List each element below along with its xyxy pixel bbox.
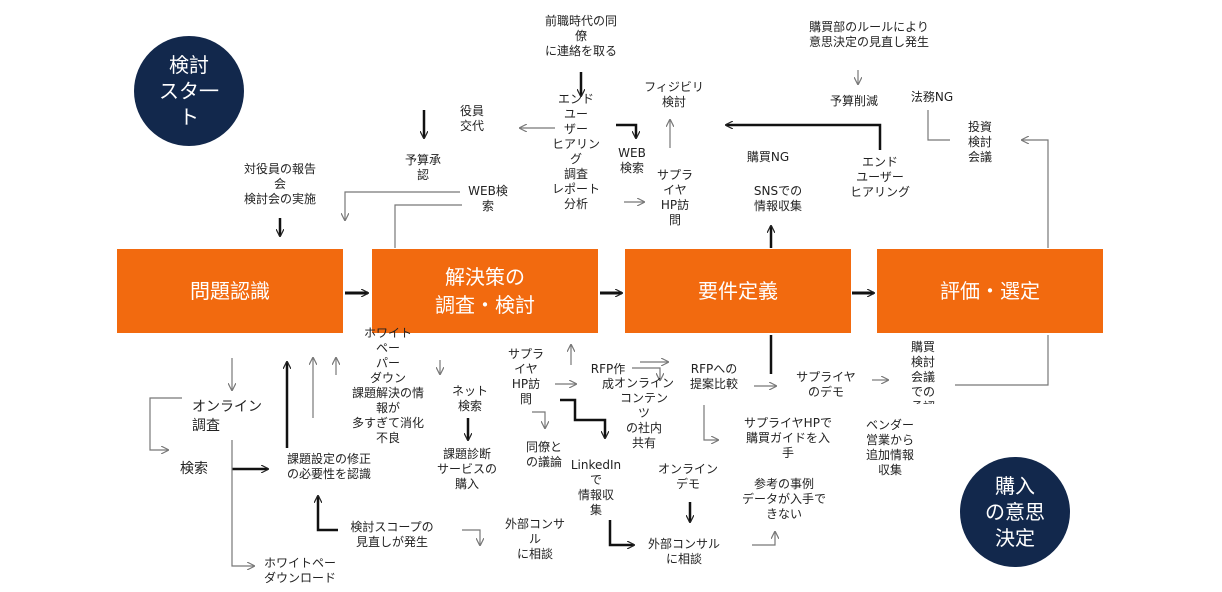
- label-invest-committee: 投資 検討 会議: [967, 120, 992, 164]
- arrow-online-to-wp: [231, 440, 254, 566]
- label-supplier-hp-bottom: サプラ イヤ HP訪 問: [507, 347, 544, 406]
- label-enduser-hearing: エンド ユーザー ヒアリング: [849, 155, 910, 199]
- arrow-online-to-search: [149, 397, 182, 450]
- arrow-scope-up: [318, 496, 338, 532]
- arrow-legal-to-invest: [927, 110, 950, 141]
- arrow-rfp-to-online: [632, 367, 660, 380]
- label-feasibility: フィジビリ 検討: [644, 80, 704, 109]
- label-web-search-top: WEB検 索: [468, 184, 508, 213]
- label-linkedin: LinkedIn で 情報収 集: [570, 458, 622, 517]
- stage-requirements: 要件定義: [625, 249, 851, 333]
- stage-evaluation: 評価・選定: [877, 249, 1103, 333]
- label-board-report: 対役員の報告 会 検討会の実施: [243, 162, 316, 206]
- label-redefine-problem: 課題設定の修正 の必要性を認識: [286, 452, 371, 481]
- label-purchase-ng: 購買NG: [746, 150, 790, 164]
- label-online-research: オンライン 調査: [192, 399, 262, 434]
- arrow-enduser-to-feasibility: [726, 125, 882, 150]
- arrow-consultant-1: [462, 529, 480, 545]
- label-colleague-discussion: 同僚と の議論: [525, 440, 562, 469]
- label-online-content: オンライン コンテン ツ の社内 共有: [613, 376, 674, 450]
- label-net-search: ネット 検索: [451, 384, 488, 413]
- label-legal-ng: 法務NG: [910, 90, 954, 104]
- label-supplier-demo: サプライヤ のデモ: [796, 370, 856, 399]
- label-purchasing-rules: 購買部のルールにより 意思決定の見直し発生: [808, 20, 929, 49]
- arrow-hp-to-colleague: [532, 411, 545, 428]
- label-budget-cut: 予算削減: [829, 94, 878, 108]
- label-search: 検索: [180, 461, 208, 477]
- label-external-consultant-2: 外部コンサル に相談: [647, 537, 720, 566]
- label-web-search-small: WEB 検索: [618, 146, 646, 175]
- label-exec-change: 役員 交代: [459, 104, 484, 133]
- label-scope-review: 検討スコープの 見直しが発生: [350, 520, 434, 549]
- arrow-linkedin-to-consultant: [608, 520, 634, 545]
- label-prev-job-colleague: 前職時代の同 僚 に連絡を取る: [544, 14, 617, 58]
- stage-problem-recognition: 問題認識: [117, 249, 343, 333]
- arrow-eval-to-invest: [1022, 140, 1049, 248]
- arrow-consultant-2: [752, 532, 775, 546]
- start-circle: 検討 スタ一 ト: [134, 36, 244, 146]
- arrow-compare-to-guide: [703, 405, 718, 440]
- arrow-enduser-to-web: [616, 123, 636, 138]
- label-external-consultant-1: 外部コンサ ル に相談: [504, 517, 565, 561]
- label-vendor-info: ベンダー 営業から 追加情報 収集: [865, 418, 914, 477]
- label-rfp-compare: RFPへの 提案比較: [689, 362, 738, 391]
- label-case-data: 参考の事例 データが入手で きない: [741, 477, 826, 521]
- arrow-web-to-left: [345, 191, 460, 220]
- label-sns-info: SNSでの 情報収集: [753, 184, 803, 213]
- label-diagnosis-service: 課題診断 サービスの 購入: [436, 447, 497, 491]
- label-purchase-committee: 購買 検討 会議 での 承認: [910, 340, 935, 404]
- arrow-solution-up: [394, 204, 462, 248]
- arrow-supplier-to-linkedin: [560, 398, 605, 438]
- label-budget-approval: 予算承 認: [404, 153, 441, 182]
- label-supplier-hp-top: サプラ イヤ HP訪 問: [656, 168, 693, 227]
- label-online-demo: オンライン デモ: [657, 462, 718, 491]
- label-rfp-create: RFP作 成: [590, 362, 626, 391]
- label-supplier-hp-guide: サプライヤHPで 購買ガイドを入 手: [744, 416, 832, 460]
- label-enduser-hearing-report: エンド ユー ザー ヒアリン グ 調査 レポート 分析: [551, 92, 600, 211]
- label-whitepaper-download: ホワイトペー ダウンロード: [264, 556, 337, 585]
- decision-circle: 購入 の意思 決定: [960, 457, 1070, 567]
- arrow-eval-to-committee: [955, 335, 1049, 386]
- label-whitepaper-overload: ホワイト ペー パー ダウン 課題解決の情 報が 多すぎて消化 不良: [351, 326, 424, 445]
- stage-solution-research: 解決策の 調査・検討: [372, 249, 598, 333]
